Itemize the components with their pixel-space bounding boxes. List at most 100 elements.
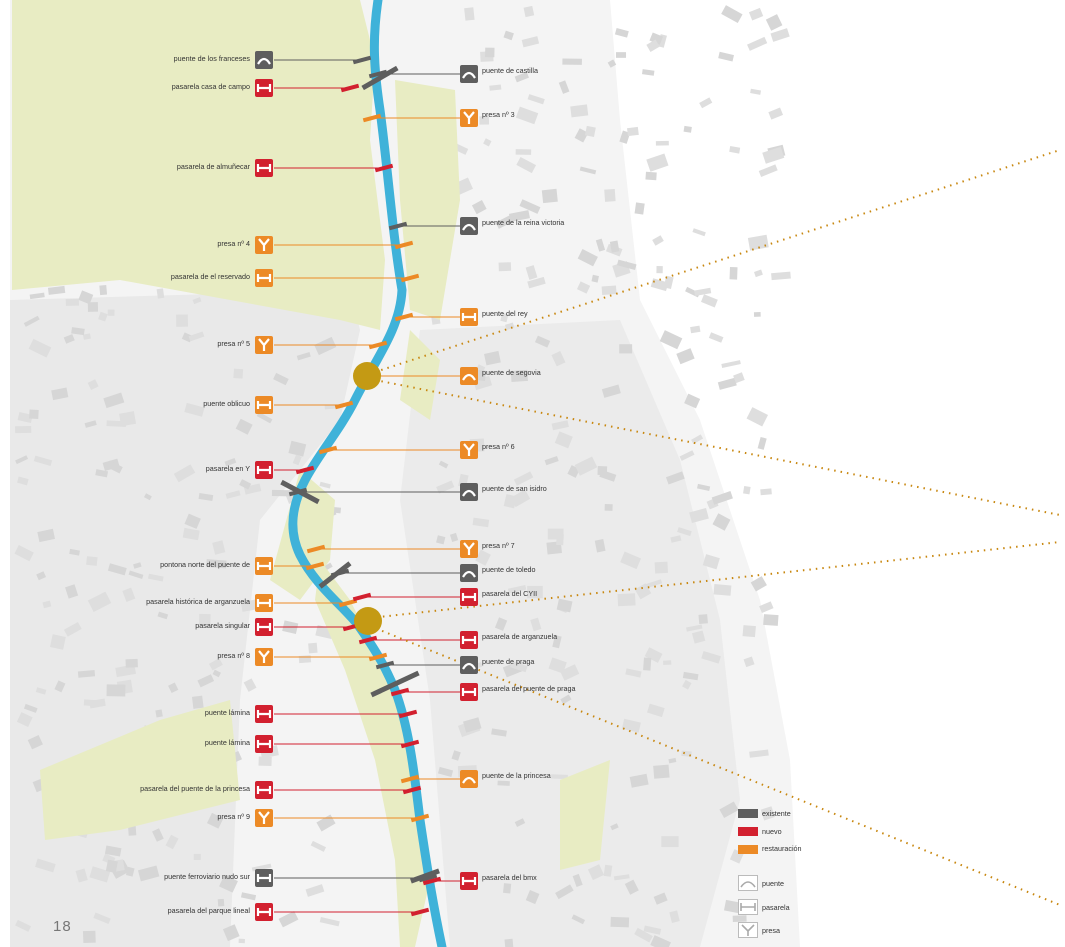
city-block (107, 563, 127, 576)
city-block (82, 333, 91, 340)
city-block (273, 372, 289, 386)
city-block (256, 411, 273, 424)
city-block (510, 661, 528, 673)
city-block (463, 717, 482, 733)
city-block (560, 664, 580, 681)
bridge-mark (398, 709, 418, 719)
legend-label-pasarela: pasarela (762, 903, 790, 912)
city-block (63, 621, 82, 637)
city-block (17, 476, 29, 486)
city-block (682, 679, 692, 690)
bridge-mark (390, 687, 410, 697)
city-block (106, 684, 126, 697)
city-block (28, 338, 52, 358)
bridge-mark (375, 660, 395, 670)
pasarela-icon (460, 308, 478, 326)
left-label: pasarela del puente de la princesa (140, 784, 250, 793)
city-block (603, 864, 613, 877)
presa-icon (255, 809, 273, 827)
city-block (495, 214, 515, 229)
city-block (601, 285, 617, 295)
city-block (515, 149, 532, 155)
city-block (319, 481, 331, 489)
city-block (525, 890, 540, 905)
city-block (746, 407, 769, 427)
presa-icon (460, 540, 478, 558)
city-block (514, 71, 529, 83)
bridge-mark (368, 69, 388, 79)
connector-lines (274, 59, 460, 913)
city-block (595, 238, 606, 252)
city-block (37, 528, 56, 543)
bridge-mark (340, 83, 360, 93)
city-block (544, 455, 559, 466)
city-block (494, 617, 508, 631)
city-block (292, 454, 302, 466)
bridge-mark (318, 445, 338, 455)
city-block (579, 166, 597, 175)
city-block (29, 292, 45, 300)
bridge-mark (422, 876, 442, 886)
city-block (225, 490, 241, 499)
city-block (609, 240, 620, 253)
existing-bridge (318, 561, 352, 589)
city-block (476, 364, 486, 373)
city-block (36, 571, 47, 581)
bridge-mark (374, 163, 394, 173)
city-block (617, 593, 636, 607)
city-block (104, 845, 122, 857)
city-block (105, 859, 118, 873)
city-block (763, 614, 779, 626)
right-label: puente de la reina victoria (482, 218, 565, 227)
city-block (219, 874, 238, 893)
city-block (483, 138, 492, 147)
city-block (743, 486, 751, 495)
left-label: puente lámina (204, 738, 250, 747)
city-block (732, 915, 747, 923)
city-block (574, 128, 589, 143)
city-block (99, 285, 108, 296)
left-label: pasarela del parque lineal (167, 906, 250, 915)
city-block (748, 7, 764, 21)
city-block (35, 687, 47, 695)
city-block (653, 764, 670, 779)
city-block (510, 369, 528, 382)
puente-icon (255, 51, 273, 69)
bridge-mark (410, 907, 430, 917)
city-block (438, 460, 449, 469)
existing-bridge (361, 65, 399, 91)
left-label: puente lámina (204, 708, 250, 717)
city-block (670, 535, 682, 543)
city-block (551, 774, 568, 780)
city-block (753, 312, 761, 317)
city-block (601, 384, 621, 398)
bridge-mark (306, 544, 326, 554)
city-block (684, 393, 701, 409)
city-block (604, 504, 613, 511)
pasarela-icon (255, 461, 273, 479)
city-block (152, 828, 164, 842)
city-block (103, 392, 125, 409)
bridge-mark (402, 785, 422, 795)
city-block (556, 534, 564, 546)
city-block (760, 806, 775, 821)
city-block (491, 728, 507, 737)
city-block (193, 853, 201, 860)
right-label: pasarela de arganzuela (482, 632, 558, 641)
city-block (271, 489, 292, 497)
city-block (240, 892, 257, 901)
existing-bridge (280, 479, 320, 505)
city-block (515, 106, 539, 125)
existing-bridge (370, 670, 420, 698)
city-block (653, 892, 668, 905)
pasarela-icon (255, 618, 273, 636)
city-block (572, 873, 583, 887)
city-block (747, 234, 769, 251)
city-block (686, 624, 703, 632)
city-block (614, 27, 629, 38)
city-block (98, 311, 108, 322)
city-block (576, 281, 591, 294)
city-block (721, 360, 741, 368)
city-block (733, 372, 745, 384)
city-block (484, 350, 501, 366)
